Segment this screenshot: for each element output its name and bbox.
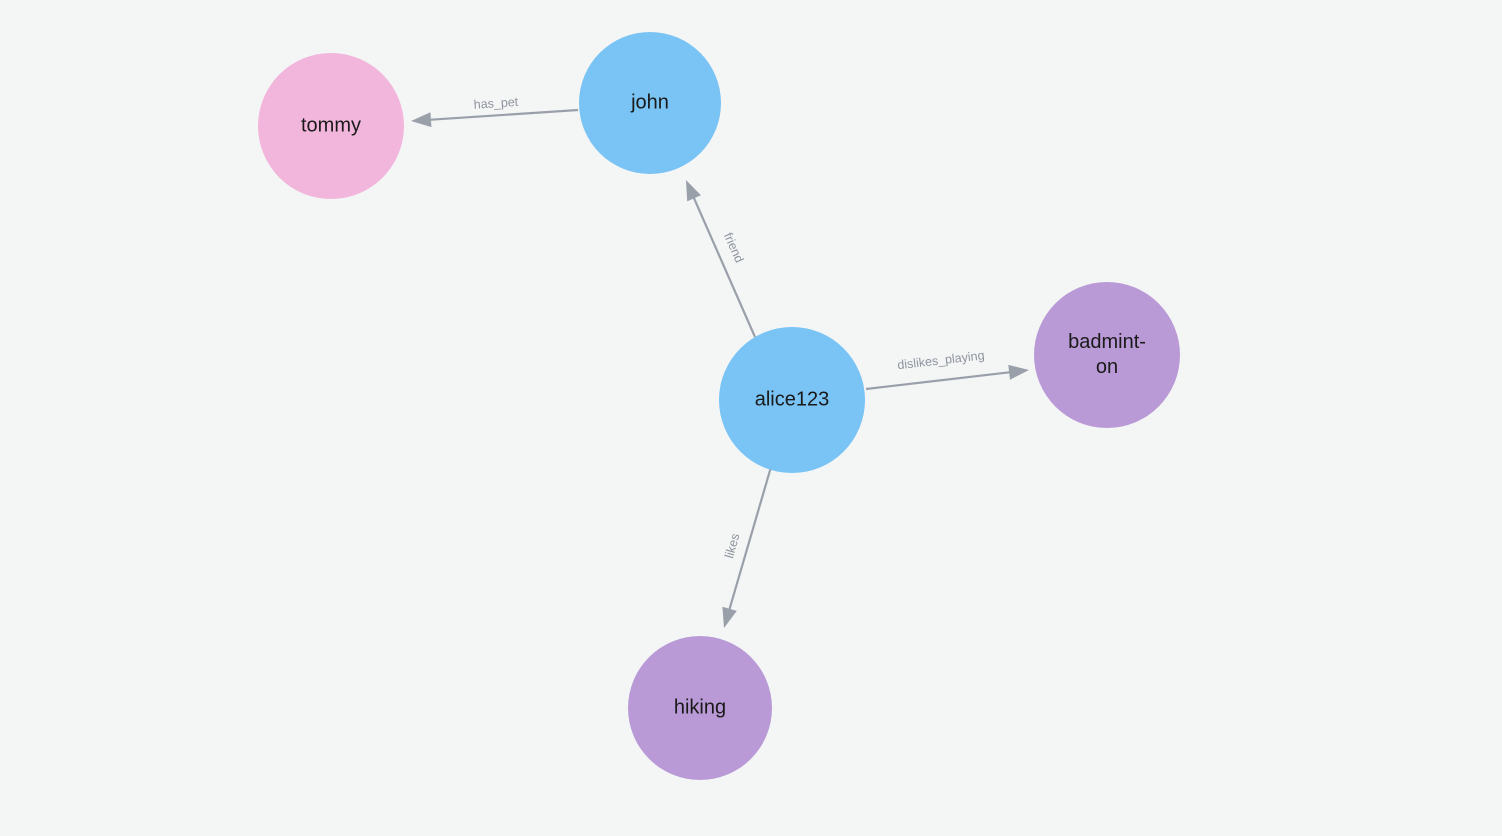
node-circle[interactable] <box>719 327 865 473</box>
edge-label: dislikes_playing <box>897 348 986 372</box>
edge-arrowhead-icon <box>1008 364 1029 380</box>
graph-edge[interactable]: likes <box>722 466 773 628</box>
node-circle[interactable] <box>628 636 772 780</box>
graph-edge[interactable]: has_pet <box>411 95 579 128</box>
edge-label: likes <box>722 532 742 560</box>
graph-edge[interactable]: friend <box>686 180 757 338</box>
graph-node-badminton[interactable]: badmint-on <box>1034 282 1180 428</box>
edge-line <box>425 108 579 122</box>
nodes-layer: tommy john alice123 badmint-on hiking <box>258 32 1180 780</box>
graph-edge[interactable]: dislikes_playing <box>865 348 1029 391</box>
graph-node-hiking[interactable]: hiking <box>628 636 772 780</box>
edge-line <box>726 466 773 615</box>
edge-label: has_pet <box>473 95 519 112</box>
edge-arrowhead-icon <box>722 606 737 628</box>
node-circle[interactable] <box>258 53 404 199</box>
edge-line <box>865 370 1015 391</box>
graph-node-john[interactable]: john <box>579 32 721 174</box>
node-circle[interactable] <box>1034 282 1180 428</box>
graph-node-tommy[interactable]: tommy <box>258 53 404 199</box>
edge-arrowhead-icon <box>411 112 432 128</box>
edge-arrowhead-icon <box>686 180 701 202</box>
edge-line <box>690 192 757 338</box>
edge-label: friend <box>721 231 747 265</box>
graph-node-alice123[interactable]: alice123 <box>719 327 865 473</box>
node-circle[interactable] <box>579 32 721 174</box>
